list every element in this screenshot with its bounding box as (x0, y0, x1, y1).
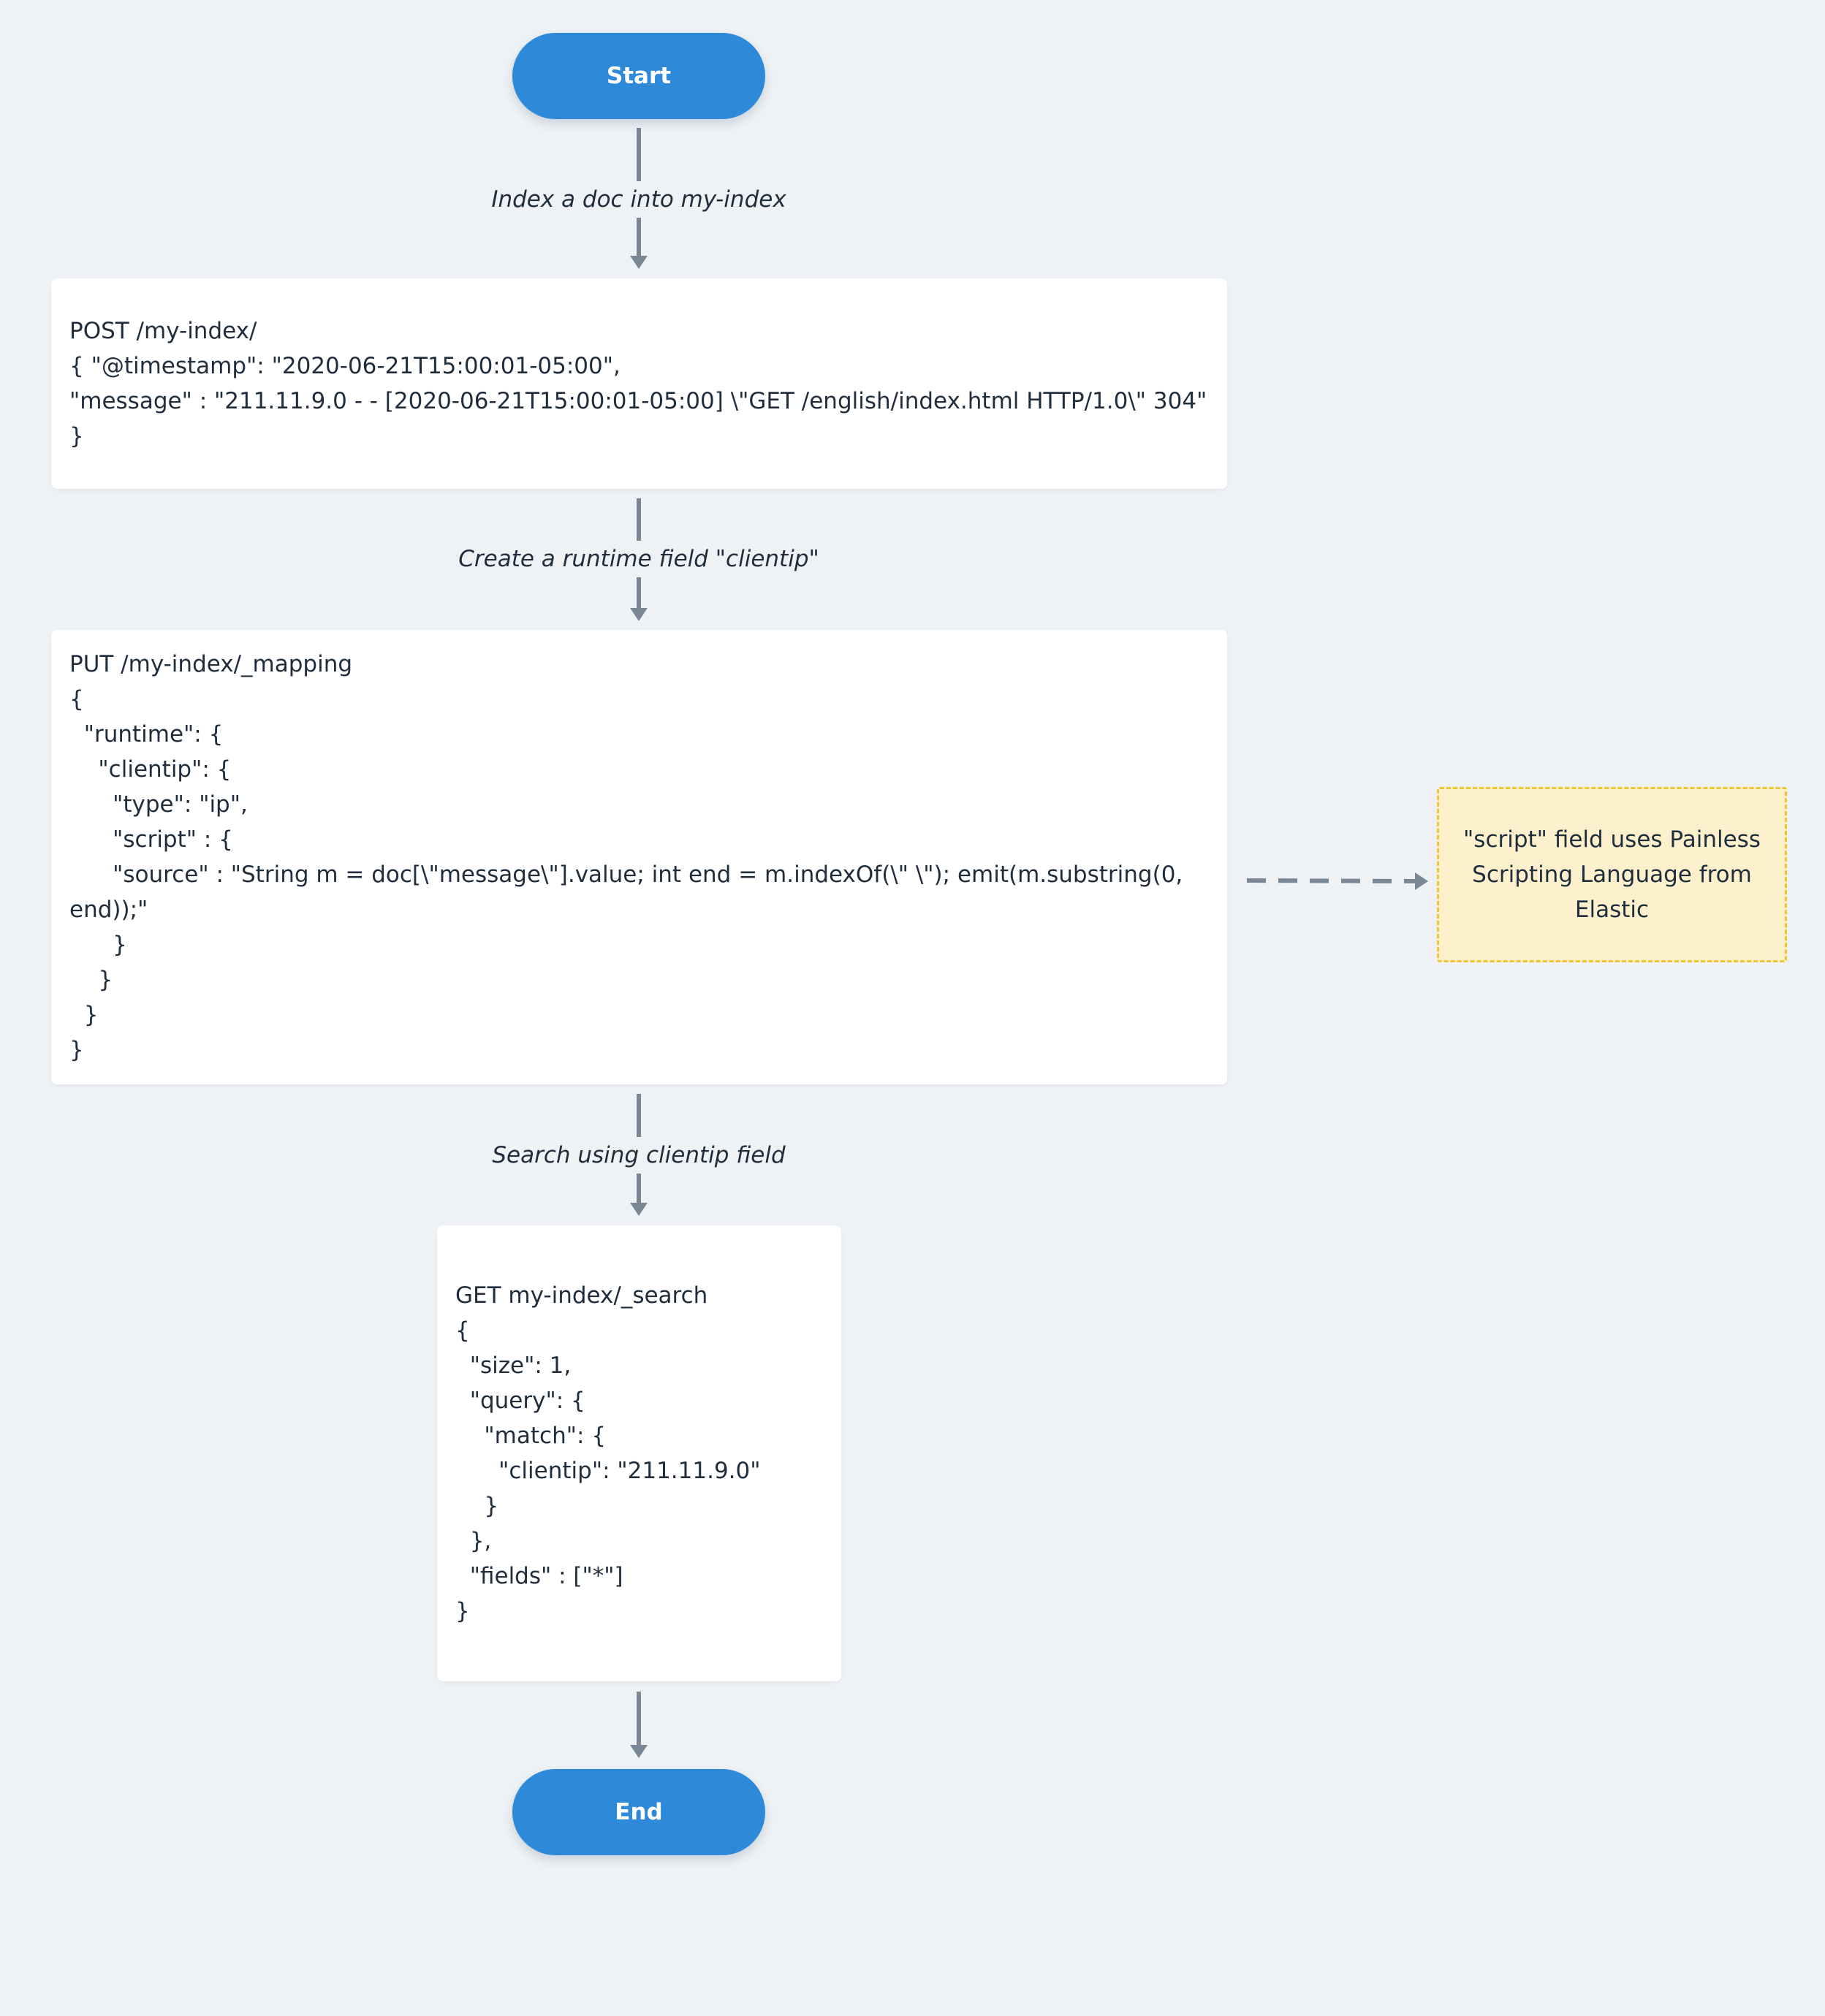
code-line: { "@timestamp": "2020-06-21T15:00:01-05:… (69, 353, 621, 379)
put-mapping-box: PUT /my-index/_mapping { "runtime": { "c… (51, 630, 1227, 1084)
arrowhead-icon (630, 608, 648, 621)
edge-label-create-runtime-field: Create a runtime field "clientip" (458, 546, 819, 572)
code-line: { (69, 686, 84, 712)
code-line: "match": { (455, 1423, 606, 1449)
code-line: "query": { (455, 1388, 585, 1414)
code-line: { (455, 1317, 470, 1344)
code-line: "runtime": { (69, 721, 224, 748)
code-line: end));" (69, 897, 148, 923)
code-line: }, (455, 1528, 492, 1554)
code-line: "size": 1, (455, 1353, 572, 1379)
code-line: POST /my-index/ (69, 318, 257, 344)
code-line: "clientip": { (69, 756, 232, 783)
end-node: End (512, 1769, 765, 1855)
code-line: } (69, 423, 84, 449)
painless-note: "script" field uses Painless Scripting L… (1437, 787, 1787, 962)
code-line: "fields" : ["*"] (455, 1563, 623, 1589)
code-line: "source" : "String m = doc[\"message\"].… (69, 861, 1183, 888)
arrowhead-icon (630, 256, 648, 269)
edge-get-to-end (630, 1692, 648, 1758)
get-search-box: GET my-index/_search { "size": 1, "query… (437, 1225, 841, 1681)
end-label: End (615, 1799, 663, 1825)
code-line: } (69, 967, 113, 993)
edge-put-to-get (630, 1094, 648, 1216)
code-line: "message" : "211.11.9.0 - - [2020-06-21T… (69, 388, 1207, 414)
note-line: "script" field uses Painless (1463, 826, 1761, 853)
edge-label-index-doc: Index a doc into my-index (491, 186, 786, 213)
code-line: } (455, 1493, 499, 1519)
code-line: GET my-index/_search (455, 1282, 708, 1309)
code-line: "clientip": "211.11.9.0" (455, 1458, 761, 1484)
arrowhead-icon (630, 1203, 648, 1216)
start-label: Start (606, 63, 672, 89)
code-line: } (69, 1002, 99, 1028)
code-line: } (69, 1037, 84, 1063)
arrowhead-icon (1415, 872, 1428, 890)
edge-start-to-post (630, 128, 648, 269)
post-request-box: POST /my-index/ { "@timestamp": "2020-06… (51, 278, 1227, 489)
code-line: "script" : { (69, 826, 233, 853)
arrowhead-icon (630, 1745, 648, 1758)
edge-put-to-note (1246, 872, 1428, 890)
note-line: Elastic (1574, 897, 1650, 923)
code-line: } (455, 1598, 470, 1624)
note-line: Scripting Language from (1472, 861, 1752, 888)
code-line: PUT /my-index/_mapping (69, 651, 353, 677)
edge-post-to-put (630, 498, 648, 621)
code-line: "type": "ip", (69, 791, 248, 818)
start-node: Start (512, 33, 765, 119)
code-line: } (69, 932, 127, 958)
edge-label-search-clientip: Search using clientip field (492, 1142, 786, 1168)
